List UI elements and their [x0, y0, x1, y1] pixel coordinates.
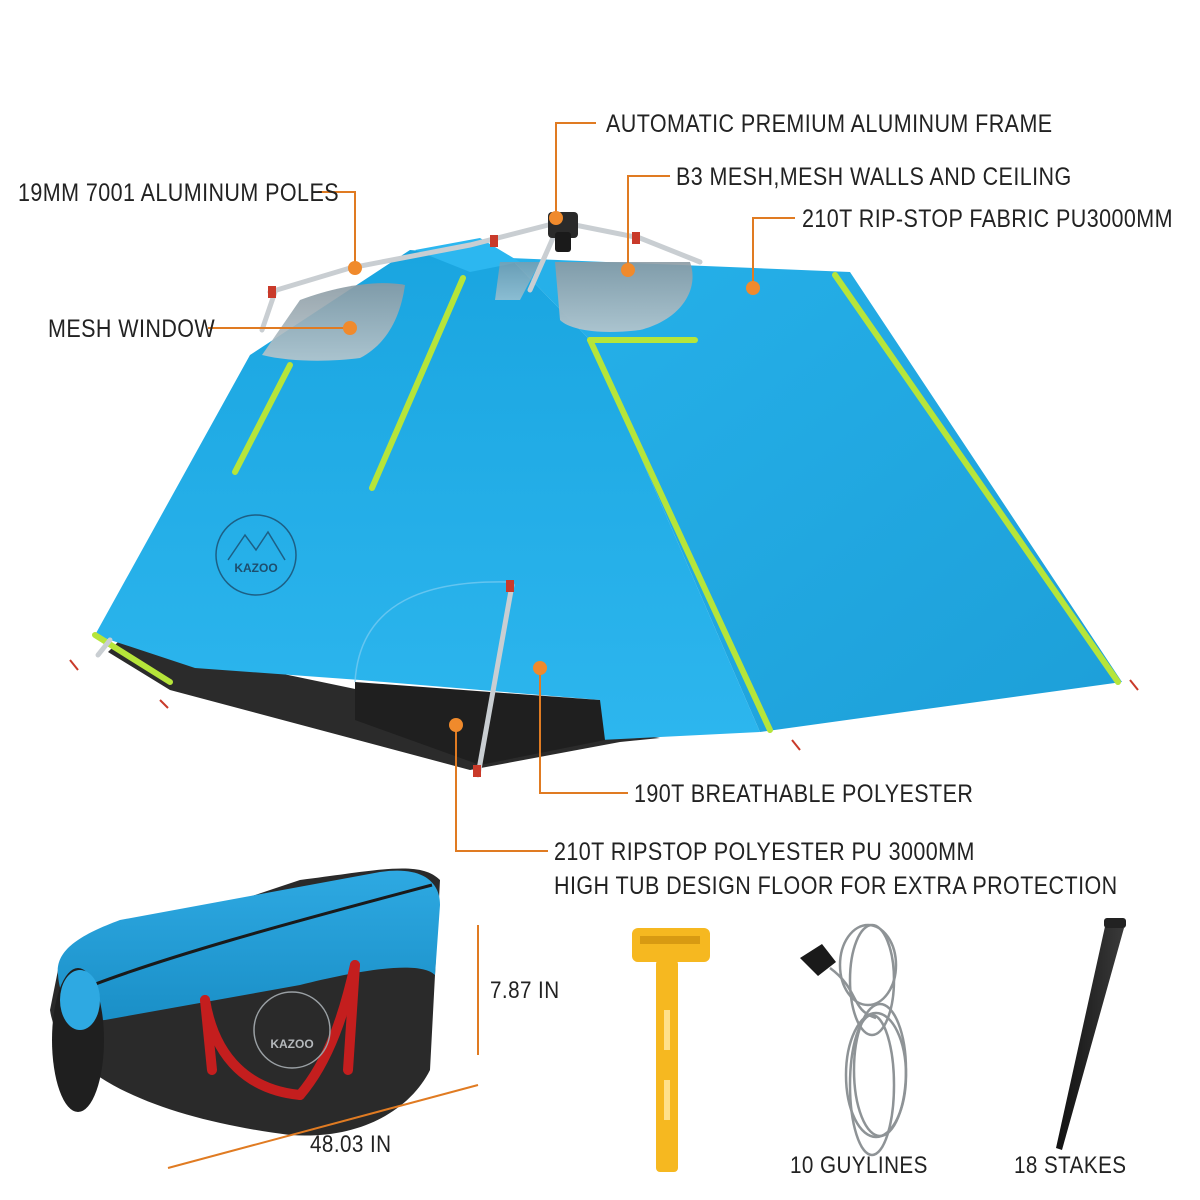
- tent-logo: KAZOO: [215, 514, 297, 596]
- ground-stakes: [69, 659, 1139, 751]
- tent-trim: [92, 272, 1121, 733]
- guylines-label: 10 GUYLINES: [790, 1152, 928, 1179]
- guyline-coil-image: [800, 923, 908, 1157]
- tent: KAZOO: [69, 212, 1139, 778]
- tent-door-base: [355, 682, 605, 765]
- bag-zipper: [67, 883, 433, 997]
- bag-height-label: 7.87 IN: [490, 977, 560, 1004]
- callout-dots: [343, 211, 760, 732]
- label-floor-line2: HIGH TUB DESIGN FLOOR FOR EXTRA PROTECTI…: [554, 872, 1118, 900]
- label-poles: 19MM 7001 ALUMINUM POLES: [18, 179, 339, 207]
- callout-lines: [208, 122, 795, 852]
- carry-bag: KAZOO: [50, 868, 440, 1136]
- tent-front-panel: [95, 250, 760, 740]
- label-floor-line1: 210T RIPSTOP POLYESTER PU 3000MM: [554, 838, 975, 866]
- hammer-image: [632, 928, 710, 1172]
- tent-logo-text: KAZOO: [234, 561, 277, 575]
- stake-image: [1056, 918, 1126, 1150]
- label-fabric: 210T RIP-STOP FABRIC PU3000MM: [802, 205, 1173, 233]
- bag-logo: KAZOO: [253, 991, 331, 1069]
- label-polyester: 190T BREATHABLE POLYESTER: [634, 780, 974, 808]
- bag-logo-text: KAZOO: [270, 1037, 313, 1051]
- tent-door-outline: [354, 581, 511, 683]
- mesh-ceiling-left: [495, 262, 540, 300]
- bag-straps: [200, 960, 360, 1100]
- label-mesh-walls: B3 MESH,MESH WALLS AND CEILING: [676, 163, 1072, 191]
- bag-length-label: 48.03 IN: [310, 1131, 392, 1158]
- label-window: MESH WINDOW: [48, 315, 216, 343]
- mesh-window: [262, 283, 405, 361]
- bag-dimension-lines: [167, 925, 479, 1169]
- pole-joints: [268, 232, 640, 777]
- stakes-label: 18 STAKES: [1014, 1152, 1127, 1179]
- tent-side-panel: [510, 258, 1122, 732]
- label-frame: AUTOMATIC PREMIUM ALUMINUM FRAME: [606, 110, 1053, 138]
- mesh-ceiling: [555, 262, 693, 332]
